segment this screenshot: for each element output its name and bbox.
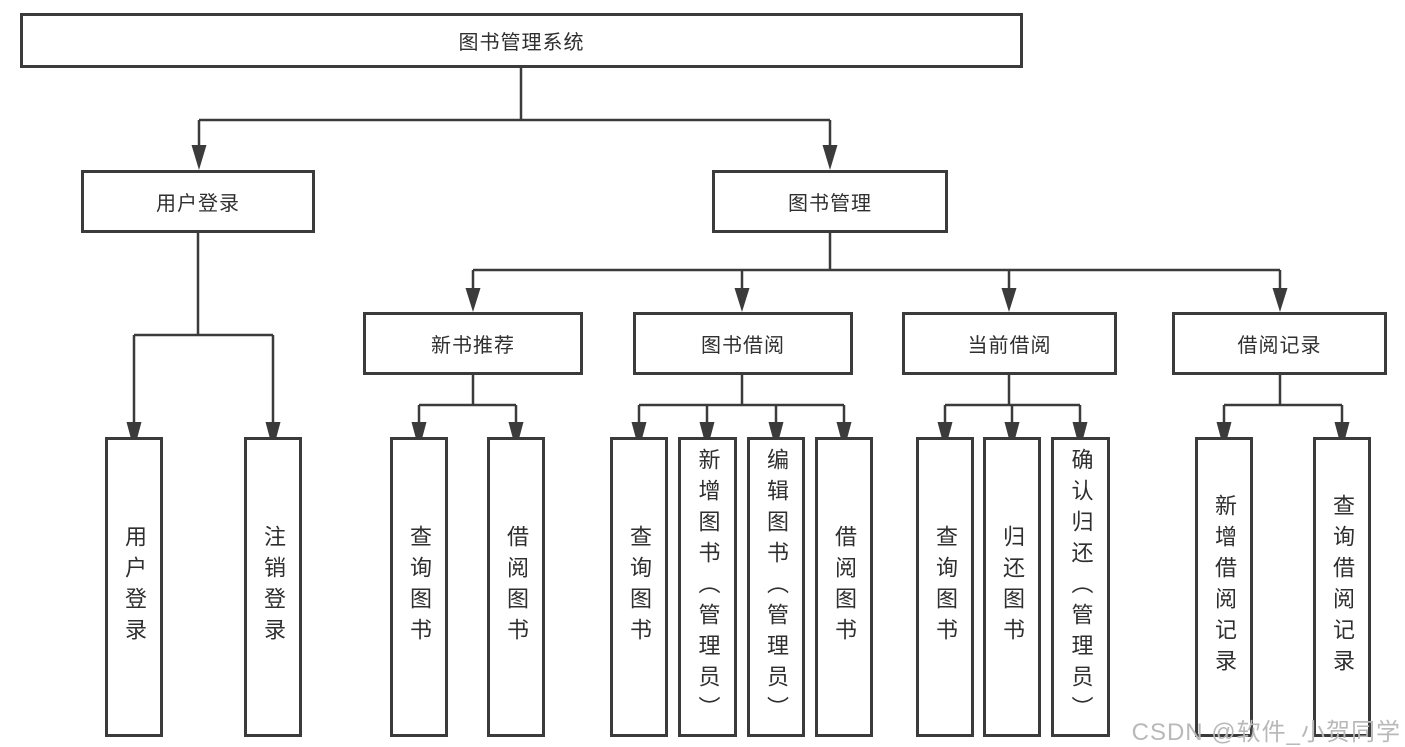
leaf-borrow-book: 借阅图书 (815, 437, 873, 737)
node-branch-label: 图书管理 (788, 193, 872, 215)
leaf-label: 查询借阅记录 (1330, 494, 1355, 680)
leaf-confirm-return-admin: 确认归还（管理员） (1051, 437, 1110, 737)
leaf-logout: 注销登录 (244, 437, 302, 737)
node-branch-user-login: 用户登录 (81, 170, 315, 233)
leaf-label: 注销登录 (261, 525, 286, 649)
node-group-book-borrow: 图书借阅 (633, 312, 853, 375)
leaf-return-book: 归还图书 (983, 437, 1041, 737)
leaf-label: 新增图书（管理员） (695, 447, 721, 727)
leaf-label: 新增借阅记录 (1212, 494, 1237, 680)
leaf-query-book-recommend: 查询图书 (390, 437, 448, 737)
node-root-label: 图书管理系统 (458, 32, 585, 54)
leaf-label: 查询图书 (407, 525, 432, 649)
leaf-label: 查询图书 (627, 525, 652, 649)
leaf-borrow-book-recommend: 借阅图书 (487, 437, 545, 737)
leaf-query-book: 查询图书 (610, 437, 668, 737)
node-group-label: 借阅记录 (1237, 335, 1322, 357)
leaf-add-borrow-record: 新增借阅记录 (1195, 437, 1253, 737)
node-group-label: 新书推荐 (431, 335, 515, 357)
leaf-label: 借阅图书 (832, 525, 857, 649)
leaf-user-login: 用户登录 (105, 437, 163, 737)
node-group-borrow-record: 借阅记录 (1172, 312, 1387, 375)
node-group-label: 当前借阅 (967, 335, 1052, 357)
node-group-label: 图书借阅 (701, 335, 785, 357)
leaf-edit-book-admin: 编辑图书（管理员） (747, 437, 805, 737)
leaf-query-book-current: 查询图书 (916, 437, 974, 737)
node-branch-label: 用户登录 (156, 193, 240, 215)
node-group-new-book-recommend: 新书推荐 (363, 312, 583, 375)
arrowhead-icons (126, 145, 1350, 450)
leaf-label: 查询图书 (933, 525, 958, 649)
leaf-query-borrow-record: 查询借阅记录 (1313, 437, 1371, 737)
leaf-label: 借阅图书 (504, 525, 529, 649)
leaf-add-book-admin: 新增图书（管理员） (678, 437, 737, 737)
node-group-current-borrow: 当前借阅 (902, 312, 1117, 375)
leaf-label: 编辑图书（管理员） (764, 447, 789, 727)
node-branch-book-management: 图书管理 (712, 170, 948, 233)
leaf-label: 确认归还（管理员） (1068, 447, 1094, 727)
node-root-system: 图书管理系统 (20, 13, 1023, 68)
leaf-label: 归还图书 (1000, 525, 1025, 649)
csdn-watermark: CSDN @软件_小贺同学 (1131, 719, 1401, 746)
leaf-label: 用户登录 (122, 525, 147, 649)
